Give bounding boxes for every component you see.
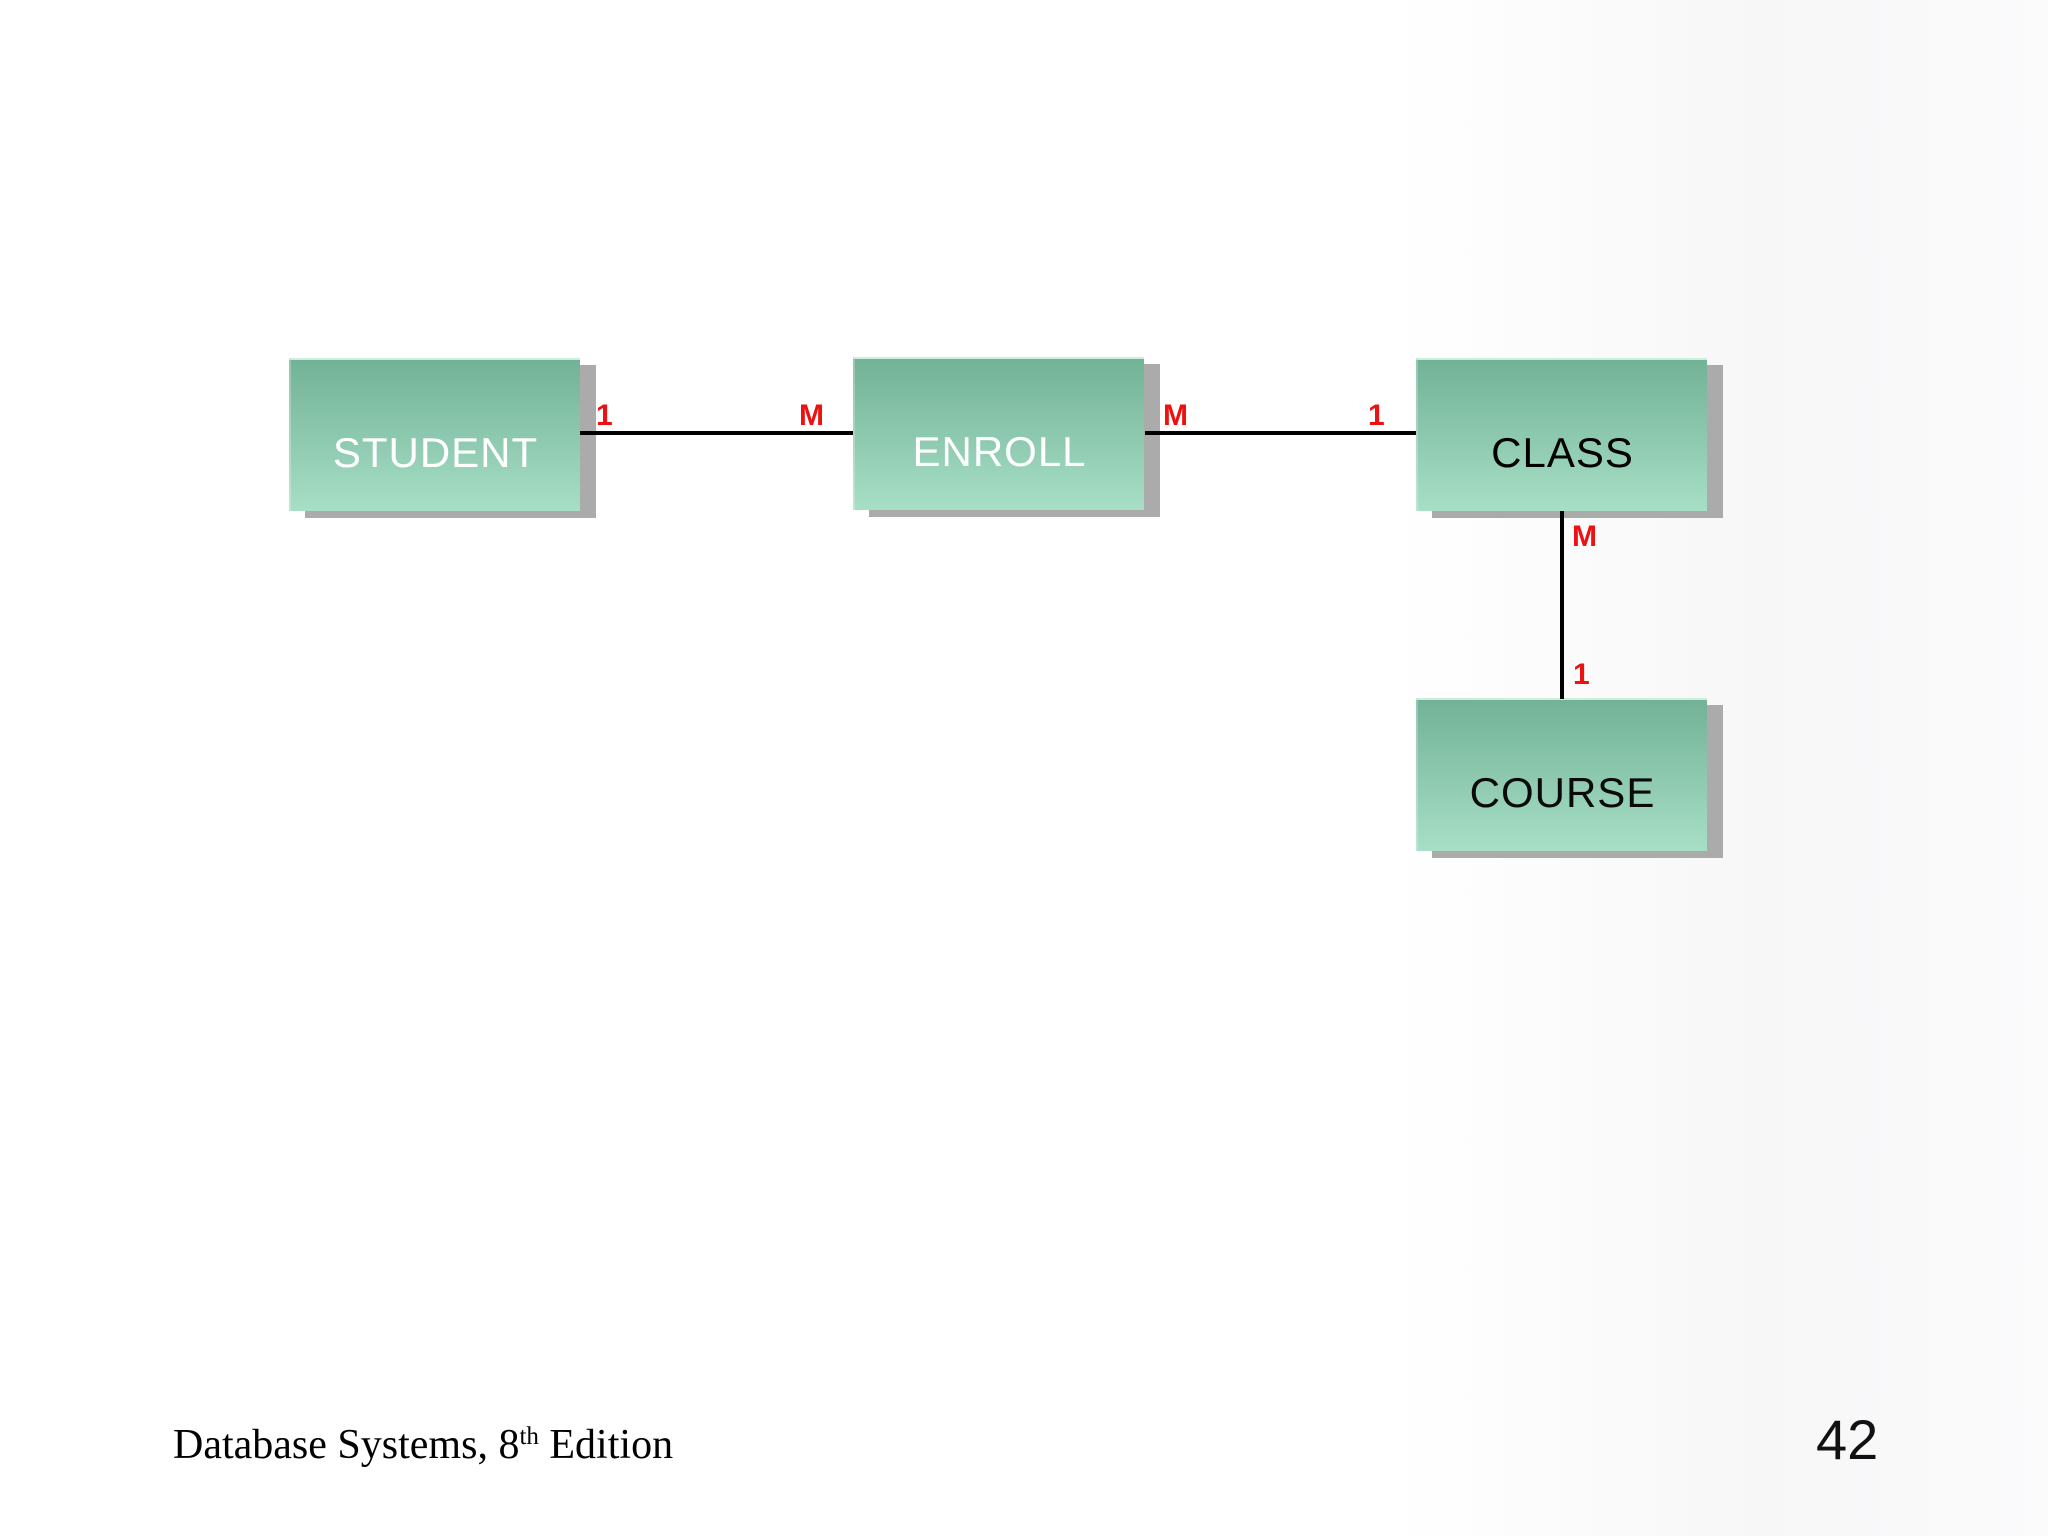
entity-class-label: CLASS	[1491, 428, 1634, 476]
connector-student-enroll	[580, 431, 853, 435]
cardinality-class-bottom-side: M	[1572, 520, 1597, 553]
connector-enroll-class	[1145, 431, 1416, 435]
connector-class-course	[1560, 511, 1564, 699]
footer-superscript: th	[519, 1423, 539, 1450]
entity-class: CLASS	[1416, 358, 1707, 511]
entity-enroll-label: ENROLL	[912, 427, 1087, 475]
entity-student: STUDENT	[289, 358, 580, 511]
cardinality-course-top-side: 1	[1573, 658, 1590, 691]
entity-course: COURSE	[1416, 698, 1707, 851]
cardinality-enroll-right-side: M	[1163, 399, 1188, 432]
page-number: 42	[1816, 1408, 1879, 1471]
cardinality-class-left-side: 1	[1368, 399, 1385, 432]
entity-course-label: COURSE	[1469, 768, 1656, 816]
entity-enroll: ENROLL	[853, 357, 1144, 510]
cardinality-student-side: 1	[596, 399, 613, 432]
footer-title-suffix: Edition	[538, 1422, 674, 1468]
footer-title-prefix: Database Systems, 8	[173, 1422, 520, 1468]
cardinality-enroll-left-side: M	[799, 399, 824, 432]
entity-student-label: STUDENT	[332, 428, 539, 476]
footer-book-title: Database Systems, 8th Edition	[173, 1424, 673, 1466]
